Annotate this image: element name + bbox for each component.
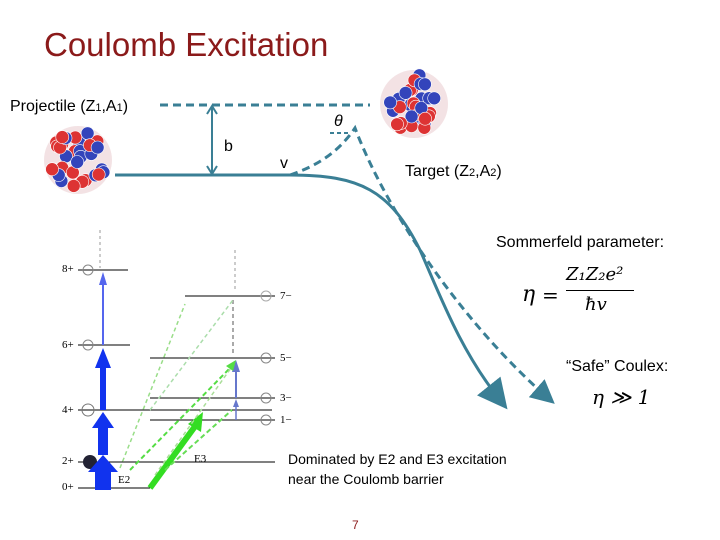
level-scheme (78, 230, 275, 490)
page-number: 7 (352, 518, 359, 532)
projectile-nucleus (44, 126, 112, 194)
safe-coulex-label: “Safe” Coulex: (566, 358, 669, 375)
level-4plus: 4+ (62, 404, 74, 416)
level-0plus: 0+ (62, 481, 74, 493)
projectile-label: Projectile (Z1,A1) (10, 98, 129, 115)
deflected-trajectory (289, 173, 508, 410)
asymptote-dashed (289, 124, 555, 404)
eta-numerator: Z₁Z₂e² (566, 264, 624, 285)
impact-parameter-label: b (224, 138, 233, 155)
eta-symbol: η (522, 282, 536, 307)
level-3minus: 3− (280, 392, 292, 404)
level-1minus: 1− (280, 414, 292, 426)
level-6plus: 6+ (62, 339, 74, 351)
angle-label: θ (334, 113, 343, 130)
velocity-label: v (280, 155, 288, 172)
e3-label: E3 (194, 453, 207, 465)
equals-sign: = (542, 283, 559, 307)
slide-title: Coulomb Excitation (44, 26, 329, 63)
level-8plus: 8+ (62, 263, 74, 275)
target-nucleus (380, 68, 448, 138)
fraction-bar (566, 290, 634, 291)
eta-denominator: ħv (585, 294, 607, 315)
target-label: Target (Z2,A2) (405, 163, 502, 180)
level-5minus: 5− (280, 352, 292, 364)
note-line1: Dominated by E2 and E3 excitation (288, 451, 507, 467)
level-2plus: 2+ (62, 455, 74, 467)
safe-condition: η ≫ 1 (592, 385, 651, 409)
e2-label: E2 (118, 474, 131, 486)
level-7minus: 7− (280, 290, 292, 302)
note-line2: near the Coulomb barrier (288, 471, 444, 487)
sommerfeld-label: Sommerfeld parameter: (496, 234, 665, 251)
